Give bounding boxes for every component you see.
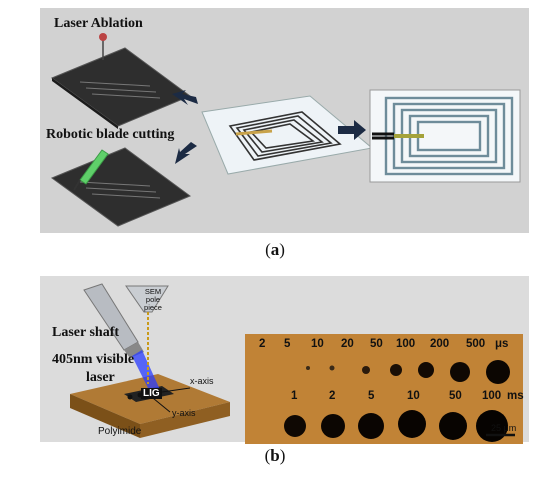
caption-a: (a) bbox=[265, 240, 285, 259]
coil-top-view bbox=[369, 89, 521, 183]
micrograph bbox=[245, 334, 523, 444]
arrow-1-icon bbox=[172, 90, 198, 105]
laser-label: laser bbox=[86, 370, 115, 385]
row2-label: 2 bbox=[329, 390, 336, 402]
coil-sheet-3d bbox=[201, 95, 374, 175]
laser-ablation-label: Laser Ablation bbox=[54, 16, 143, 31]
polyimide-label: Polyimide bbox=[98, 426, 142, 437]
row2-label: 5 bbox=[368, 390, 375, 402]
panel-b: Laser shaft 405nm visible laser SEM pole… bbox=[40, 276, 529, 444]
robotic-blade-cutting-label: Robotic blade cutting bbox=[46, 127, 175, 142]
row1-label: 50 bbox=[370, 338, 383, 350]
arrow-3-icon bbox=[338, 120, 366, 140]
sem-pole-piece-icon bbox=[125, 285, 169, 384]
arrow-2-icon bbox=[175, 142, 197, 164]
laser-wavelength-label: 405nm visible bbox=[52, 352, 135, 367]
row1-label: 2 bbox=[259, 338, 266, 350]
robotic-blade-icon bbox=[73, 149, 109, 191]
scale-bar-label: 25 μm bbox=[491, 423, 517, 433]
micrograph-row2-labels: 1 2 5 10 50 100 ms bbox=[255, 390, 524, 408]
sem-label-line2: pole bbox=[145, 295, 161, 304]
panel-a: Laser Ablation Robotic blade cutting bbox=[40, 8, 529, 233]
row1-label: 10 bbox=[311, 338, 324, 350]
lig-label: LIG bbox=[141, 388, 162, 399]
panel-a-diagram bbox=[50, 33, 521, 227]
caption-b-letter: b bbox=[270, 446, 280, 465]
sem-label-line3: piece bbox=[144, 303, 162, 312]
row1-label: 200 bbox=[430, 338, 450, 350]
caption-a-letter: a bbox=[270, 240, 280, 259]
row1-label: 5 bbox=[284, 338, 291, 350]
micrograph-row1-labels: 2 5 10 20 50 100 200 500 μs bbox=[255, 338, 520, 356]
laser-head-icon bbox=[99, 33, 107, 60]
row2-label: 100 bbox=[482, 390, 502, 402]
row2-unit: ms bbox=[507, 390, 524, 402]
row1-label: 100 bbox=[396, 338, 416, 350]
laser-shaft-label: Laser shaft bbox=[52, 325, 120, 340]
sem-pole-piece-label: SEM pole piece bbox=[138, 288, 168, 312]
y-axis-label: y-axis bbox=[172, 408, 196, 418]
row2-label: 50 bbox=[449, 390, 462, 402]
row2-label: 1 bbox=[291, 390, 298, 402]
laser-ablation-plate bbox=[50, 47, 192, 129]
row1-label: 500 bbox=[466, 338, 486, 350]
sem-label-line1: SEM bbox=[144, 287, 162, 296]
row2-label: 10 bbox=[407, 390, 420, 402]
caption-b: (b) bbox=[264, 446, 286, 465]
panel-b-diagram bbox=[70, 283, 523, 444]
row1-label: 20 bbox=[341, 338, 354, 350]
blade-cutting-plate bbox=[50, 147, 192, 227]
x-axis-label: x-axis bbox=[190, 376, 214, 386]
row1-unit: μs bbox=[495, 338, 509, 350]
